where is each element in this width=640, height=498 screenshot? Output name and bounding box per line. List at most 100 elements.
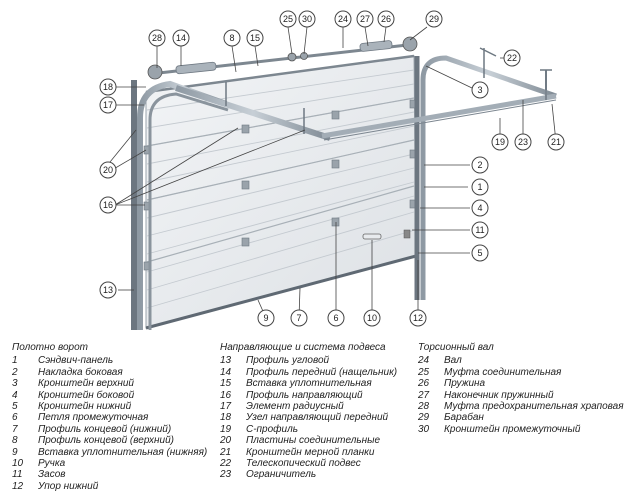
garage-door-diagram: 28 14 8 15 25 30 24 27 26 29 22 3 18 17 …	[99, 10, 565, 330]
callout-12: 12	[409, 309, 427, 327]
callout-24: 24	[334, 10, 352, 28]
callout-23: 23	[514, 133, 532, 151]
door-latch	[403, 229, 411, 239]
svg-text:1: 1	[477, 182, 482, 192]
callout-5: 5	[471, 244, 489, 262]
callout-6: 6	[327, 309, 345, 327]
svg-text:17: 17	[103, 100, 113, 110]
callout-9: 9	[257, 309, 275, 327]
callout-25: 25	[279, 10, 297, 28]
svg-text:30: 30	[302, 14, 312, 24]
callout-21: 21	[547, 133, 565, 151]
svg-text:29: 29	[429, 14, 439, 24]
callout-19: 19	[491, 133, 509, 151]
callout-28: 28	[148, 29, 166, 47]
callout-11: 11	[471, 221, 489, 239]
callout-22: 22	[503, 49, 521, 67]
callout-18: 18	[99, 78, 117, 96]
svg-text:24: 24	[338, 14, 348, 24]
svg-text:23: 23	[518, 137, 528, 147]
callout-30: 30	[298, 10, 316, 28]
svg-text:19: 19	[495, 137, 505, 147]
legend-heading: Направляющие и система подвеса	[220, 342, 386, 353]
svg-text:16: 16	[103, 200, 113, 210]
callout-7: 7	[290, 309, 308, 327]
svg-text:9: 9	[263, 313, 268, 323]
callout-20: 20	[99, 161, 117, 179]
svg-text:18: 18	[103, 82, 113, 92]
callout-13: 13	[99, 281, 117, 299]
svg-text:25: 25	[283, 14, 293, 24]
callout-17: 17	[99, 96, 117, 114]
callout-26: 26	[377, 10, 395, 28]
svg-text:12: 12	[413, 313, 423, 323]
svg-text:10: 10	[367, 313, 377, 323]
callouts: 28 14 8 15 25 30 24 27 26 29 22 3 18 17 …	[99, 10, 565, 327]
legend-heading: Торсионный вал	[418, 342, 494, 353]
callout-14: 14	[172, 29, 190, 47]
svg-text:11: 11	[475, 225, 484, 235]
callout-16: 16	[99, 196, 117, 214]
callout-29: 29	[425, 10, 443, 28]
svg-text:20: 20	[103, 165, 113, 175]
svg-text:26: 26	[381, 14, 391, 24]
legend-heading: Полотно ворот	[12, 342, 88, 353]
callout-2: 2	[471, 156, 489, 174]
svg-text:7: 7	[296, 313, 301, 323]
callout-4: 4	[471, 199, 489, 217]
svg-text:4: 4	[477, 203, 482, 213]
svg-text:15: 15	[250, 33, 260, 43]
svg-text:2: 2	[477, 160, 482, 170]
callout-10: 10	[363, 309, 381, 327]
svg-text:8: 8	[229, 33, 234, 43]
svg-text:6: 6	[333, 313, 338, 323]
svg-text:5: 5	[477, 248, 482, 258]
svg-text:21: 21	[551, 137, 561, 147]
leader-lines	[109, 26, 557, 319]
callout-1: 1	[471, 178, 489, 196]
torsion-shaft	[147, 36, 418, 80]
callout-3: 3	[471, 81, 489, 99]
right-track	[414, 55, 557, 300]
svg-text:27: 27	[360, 14, 370, 24]
telescopic-hangers	[225, 47, 552, 134]
callout-15: 15	[246, 29, 264, 47]
svg-text:28: 28	[152, 33, 162, 43]
svg-text:13: 13	[103, 285, 113, 295]
callout-8: 8	[223, 29, 241, 47]
door-handle	[362, 233, 382, 240]
svg-text:3: 3	[477, 85, 482, 95]
